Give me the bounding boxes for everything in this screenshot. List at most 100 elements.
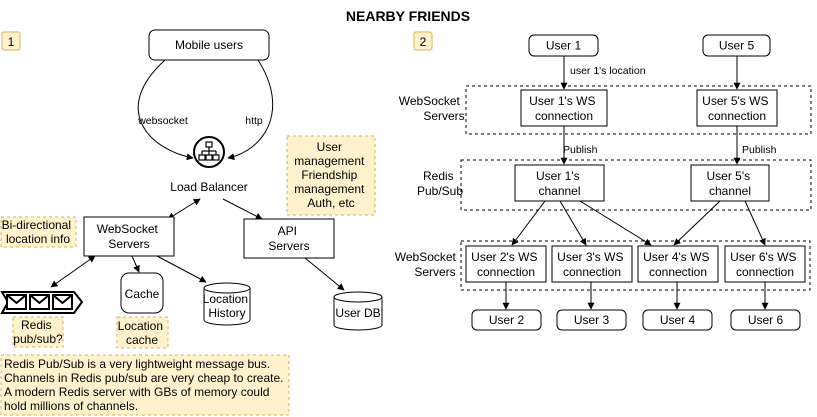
user4-node: User 4	[642, 309, 713, 331]
edge-channel1-to-user2-ws	[511, 200, 546, 246]
location-history-line-1: Location	[203, 292, 248, 306]
ws-group-label-top-line-1: WebSocket	[399, 94, 461, 108]
user-management-note-line-1: User	[317, 140, 342, 154]
location-cache-note-line-1: Location	[118, 319, 163, 333]
user2-node: User 2	[471, 309, 542, 331]
user2-label: User 2	[489, 313, 525, 327]
cache-label: Cache	[125, 287, 160, 301]
edge-mobile-to-lb-websocket	[137, 59, 194, 161]
user6-ws-connection: User 6's WS connection	[724, 245, 806, 283]
location-cache-note-line-2: cache	[126, 333, 158, 347]
api-servers-line-2: Servers	[268, 239, 309, 253]
svg-text:User 6's WS connection: User 6's WS connection	[730, 250, 800, 279]
user3-label: User 3	[574, 313, 610, 327]
user1-channel: User 1's channel	[514, 164, 605, 202]
svg-text:User 5's WS connection: User 5's WS connection	[702, 94, 772, 123]
ws-group-label-top: WebSocket Servers	[399, 94, 465, 123]
svg-text:Redis pub/sub?: Redis pub/sub?	[13, 318, 63, 346]
section-marker-1: 1	[1, 31, 21, 51]
svg-text:User 4's WS connection: User 4's WS connection	[643, 250, 713, 279]
user5-channel: User 5's channel	[690, 164, 770, 202]
user1-ws-connection: User 1's WS connection	[520, 89, 608, 127]
diagram-title: NEARBY FRIENDS	[346, 8, 470, 24]
cache-node: Cache	[120, 272, 164, 314]
user6-label: User 6	[748, 313, 784, 327]
user-db: User DB	[333, 291, 383, 331]
user3-ws-line-2: connection	[563, 265, 621, 279]
user1-ws-line-2: connection	[535, 109, 593, 123]
redis-info-line-2: Channels in Redis pub/sub are very cheap…	[4, 371, 284, 385]
edge-label-publish-1: Publish	[563, 144, 598, 156]
mobile-users-node: Mobile users	[148, 29, 270, 61]
user1-label: User 1	[546, 39, 582, 53]
edge-ws-to-location-history	[156, 255, 207, 283]
redis-info-line-1: Redis Pub/Sub is a very lightweight mess…	[4, 357, 270, 371]
user5-ws-line-2: connection	[708, 109, 766, 123]
section-marker-1-label: 1	[8, 35, 15, 49]
websocket-servers-group-bottom	[460, 240, 811, 291]
ws-group-label-bottom-line-1: WebSocket	[395, 250, 457, 264]
load-balancer-label: Load Balancer	[170, 180, 247, 194]
svg-text:User 1's WS connection: User 1's WS connection	[529, 94, 599, 123]
location-history-line-2: History	[208, 306, 245, 320]
websocket-servers-line-1: WebSocket	[97, 222, 159, 236]
bidirectional-note-line-1: Bi-directional	[2, 218, 71, 232]
edge-mobile-to-lb-http	[227, 59, 274, 161]
svg-text:User 2's WS connection: User 2's WS connection	[471, 250, 541, 279]
svg-text:User management Fr: User management Friendship management Au…	[294, 140, 367, 210]
edge-label-websocket: websocket	[137, 115, 188, 127]
api-servers-line-1: API	[278, 224, 297, 238]
ws-group-label-bottom: WebSocket Servers	[395, 250, 460, 279]
user6-ws-line-1: User 6's WS	[730, 250, 796, 264]
svg-text:User 1's channel: User 1's channel	[536, 169, 583, 198]
user-management-note-line-3: Friendship	[301, 168, 357, 182]
redis-info-line-4: hold millions of channels.	[4, 399, 138, 413]
section-marker-2-label: 2	[420, 35, 427, 49]
svg-text:Bi-directional location: Bi-directional location info	[2, 218, 75, 246]
svg-text:Redis Pub/Sub is a very lightw: Redis Pub/Sub is a very lightweight mess…	[4, 357, 287, 413]
redis-group-label-line-2: Pub/Sub	[417, 184, 463, 198]
user4-ws-connection: User 4's WS connection	[637, 245, 719, 283]
redis-info-line-3: A modern Redis server with GBs of memory…	[4, 385, 269, 399]
user3-ws-connection: User 3's WS connection	[551, 245, 633, 283]
edge-label-http: http	[245, 115, 263, 127]
user5-channel-line-1: User 5's	[707, 169, 751, 183]
user3-node: User 3	[556, 309, 627, 331]
svg-text:Location cache: Location cache	[118, 319, 167, 347]
user5-channel-line-2: channel	[709, 184, 751, 198]
user1-node: User 1	[528, 34, 599, 57]
user6-node: User 6	[730, 309, 801, 331]
edge-lb-websocket-servers	[167, 198, 201, 220]
user-management-note: User management Friendship management Au…	[286, 135, 376, 216]
svg-text:User 3's WS connection: User 3's WS connection	[557, 250, 627, 279]
location-cache-note: Location cache	[116, 316, 169, 349]
envelope-queue-icon	[0, 291, 84, 314]
ws-group-label-bottom-line-2: Servers	[414, 265, 455, 279]
user1-channel-line-2: channel	[538, 184, 580, 198]
left-edges	[50, 59, 345, 291]
user4-label: User 4	[660, 313, 696, 327]
api-servers-node: API Servers	[243, 218, 335, 259]
user6-ws-line-2: connection	[736, 265, 794, 279]
user4-ws-line-1: User 4's WS	[643, 250, 709, 264]
redis-group-label: Redis Pub/Sub	[417, 169, 463, 198]
edge-ws-redis	[50, 255, 96, 288]
svg-text:WebSocket Servers: WebSocket Servers	[97, 222, 162, 251]
user-management-note-line-4: management	[294, 182, 365, 196]
websocket-servers-line-2: Servers	[108, 237, 149, 251]
mobile-users-label: Mobile users	[175, 38, 243, 52]
user5-label: User 5	[719, 39, 755, 53]
location-history-db: Location History	[203, 282, 251, 326]
edge-lb-to-api-servers	[222, 198, 263, 220]
redis-group-label-line-1: Redis	[423, 169, 454, 183]
edge-label-user1-location: user 1's location	[570, 65, 646, 77]
websocket-servers-node: WebSocket Servers	[83, 216, 175, 257]
svg-text:User 5's channel: User 5's channel	[707, 169, 754, 198]
edge-channel5-to-user4-ws	[673, 200, 721, 246]
load-balancer-icon	[193, 136, 225, 168]
user2-ws-line-2: connection	[477, 265, 535, 279]
user2-ws-connection: User 2's WS connection	[465, 245, 547, 283]
redis-pubsub-group	[460, 159, 812, 211]
edge-channel1-to-user3-ws	[559, 200, 587, 246]
user3-ws-line-1: User 3's WS	[557, 250, 623, 264]
